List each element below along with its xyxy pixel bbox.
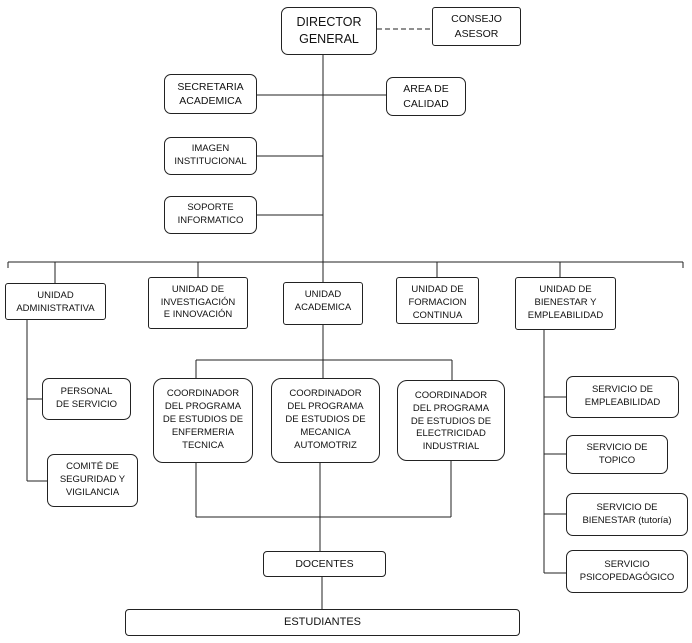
comite-seguridad-label: COMITÉ DE SEGURIDAD Y VIGILANCIA: [59, 461, 126, 498]
coordinador-mecanica-label: COORDINADOR DEL PROGRAMA DE ESTUDIOS DE …: [285, 388, 366, 451]
director-general-label: DIRECTOR GENERAL: [296, 15, 362, 46]
coordinador-enfermeria-box: COORDINADOR DEL PROGRAMA DE ESTUDIOS DE …: [153, 378, 253, 463]
estudiantes-box: ESTUDIANTES: [125, 609, 520, 636]
comite-seguridad-box: COMITÉ DE SEGURIDAD Y VIGILANCIA: [47, 454, 138, 507]
coordinador-electricidad-label: COORDINADOR DEL PROGRAMA DE ESTUDIOS DE …: [410, 390, 492, 453]
coordinador-mecanica-box: COORDINADOR DEL PROGRAMA DE ESTUDIOS DE …: [271, 378, 380, 463]
personal-servicio-label: PERSONAL DE SERVICIO: [55, 386, 118, 410]
area-calidad-label: AREA DE CALIDAD: [403, 83, 449, 110]
unidad-administrativa-box: UNIDAD ADMINISTRATIVA: [5, 283, 106, 320]
servicio-empleabilidad-label: SERVICIO DE EMPLEABILIDAD: [584, 384, 661, 408]
servicio-topico-label: SERVICIO DE TOPICO: [586, 441, 648, 466]
unidad-investigacion-label: UNIDAD DE INVESTIGACIÓN E INNOVACIÓN: [160, 283, 236, 321]
soporte-informatico-box: SOPORTE INFORMATICO: [164, 196, 257, 234]
unidad-bienestar-box: UNIDAD DE BIENESTAR Y EMPLEABILIDAD: [515, 277, 616, 330]
secretaria-academica-label: SECRETARIA ACADEMICA: [177, 80, 244, 107]
coordinador-electricidad-box: COORDINADOR DEL PROGRAMA DE ESTUDIOS DE …: [397, 380, 505, 461]
unidad-formacion-box: UNIDAD DE FORMACION CONTINUA: [396, 277, 479, 324]
servicio-empleabilidad-box: SERVICIO DE EMPLEABILIDAD: [566, 376, 679, 418]
docentes-label: DOCENTES: [295, 557, 354, 570]
personal-servicio-box: PERSONAL DE SERVICIO: [42, 378, 131, 420]
unidad-administrativa-label: UNIDAD ADMINISTRATIVA: [16, 290, 95, 314]
unidad-academica-label: UNIDAD ACADEMICA: [294, 289, 352, 313]
unidad-academica-box: UNIDAD ACADEMICA: [283, 282, 363, 325]
soporte-informatico-label: SOPORTE INFORMATICO: [177, 202, 244, 226]
docentes-box: DOCENTES: [263, 551, 386, 577]
coordinador-enfermeria-label: COORDINADOR DEL PROGRAMA DE ESTUDIOS DE …: [162, 388, 244, 451]
servicio-psicopedagogico-label: SERVICIO PSICOPEDAGÓGICO: [579, 558, 675, 583]
consejo-asesor-label: CONSEJO ASESOR: [451, 13, 502, 40]
secretaria-academica-box: SECRETARIA ACADEMICA: [164, 74, 257, 114]
area-calidad-box: AREA DE CALIDAD: [386, 77, 466, 116]
servicio-psicopedagogico-box: SERVICIO PSICOPEDAGÓGICO: [566, 550, 688, 593]
unidad-formacion-label: UNIDAD DE FORMACION CONTINUA: [408, 284, 467, 321]
imagen-institucional-label: IMAGEN INSTITUCIONAL: [174, 143, 247, 167]
unidad-investigacion-box: UNIDAD DE INVESTIGACIÓN E INNOVACIÓN: [148, 277, 248, 329]
unidad-bienestar-label: UNIDAD DE BIENESTAR Y EMPLEABILIDAD: [527, 284, 604, 321]
servicio-bienestar-label: SERVICIO DE BIENESTAR (tutoría): [582, 501, 672, 526]
director-general-box: DIRECTOR GENERAL: [281, 7, 377, 55]
imagen-institucional-box: IMAGEN INSTITUCIONAL: [164, 137, 257, 175]
estudiantes-label: ESTUDIANTES: [283, 616, 361, 629]
consejo-asesor-box: CONSEJO ASESOR: [432, 7, 521, 46]
servicio-bienestar-box: SERVICIO DE BIENESTAR (tutoría): [566, 493, 688, 536]
servicio-topico-box: SERVICIO DE TOPICO: [566, 435, 668, 474]
